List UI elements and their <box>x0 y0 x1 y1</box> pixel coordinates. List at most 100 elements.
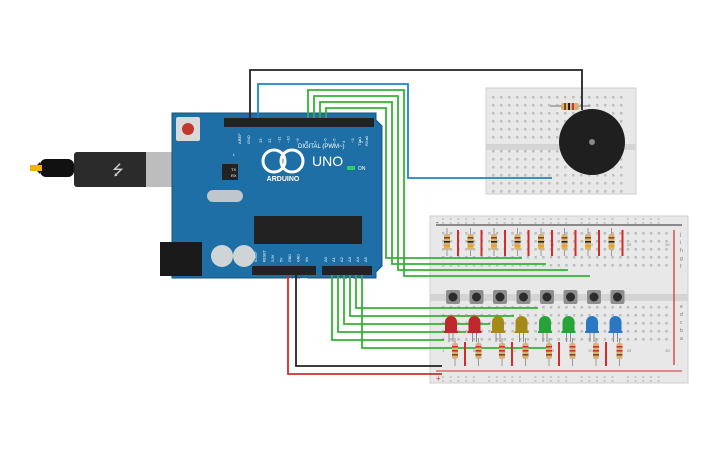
led-resistor <box>475 338 482 366</box>
row-letter: d <box>680 312 683 318</box>
atmega-chip <box>254 216 362 244</box>
column-number: 5 <box>473 348 476 353</box>
row-letter: h <box>680 248 683 254</box>
push-button[interactable] <box>587 290 601 304</box>
analog-pin-label: A3 <box>347 256 352 262</box>
digital-pin-label: ~9 <box>295 138 300 143</box>
row-letter: b <box>680 328 683 334</box>
row-letter: c <box>680 320 683 326</box>
breadboard-small[interactable] <box>485 87 637 195</box>
digital-pin-label: 12 <box>267 138 272 143</box>
crystal <box>207 190 243 202</box>
analog-header[interactable] <box>322 266 372 275</box>
wire-green-2 <box>313 95 568 271</box>
rx-label: RX <box>231 173 237 178</box>
digital-pin-label: 2 <box>359 140 364 143</box>
wire-green-5 <box>331 275 444 341</box>
led <box>467 316 482 342</box>
column-number: 1 <box>442 348 445 353</box>
push-button[interactable] <box>563 290 578 304</box>
on-led <box>347 166 355 170</box>
power-label: POWER <box>289 278 308 284</box>
power-pin-label: Vin <box>305 257 309 262</box>
row-letter: i <box>680 240 681 246</box>
pullup-resistor <box>514 228 521 256</box>
column-number: 30 <box>665 348 670 353</box>
led-resistors <box>452 338 623 366</box>
digital-pin-label: ~11 <box>276 136 281 143</box>
digital-pin-label: 8 <box>304 140 309 143</box>
tx1-label: TX▸1 <box>357 136 362 146</box>
capacitor-2 <box>233 245 255 267</box>
wire-green-10 <box>361 275 546 349</box>
model-label: UNO <box>312 153 343 169</box>
wire-green-7 <box>343 275 490 325</box>
push-button[interactable] <box>446 290 460 304</box>
pullup-resistor <box>561 228 568 256</box>
push-button[interactable] <box>610 290 625 304</box>
push-button[interactable] <box>493 290 507 304</box>
piezo-buzzer[interactable] <box>559 109 625 175</box>
column-number: 15 <box>550 348 555 353</box>
digital-pin-label: ~10 <box>286 135 291 143</box>
power-header[interactable] <box>252 266 316 275</box>
push-button[interactable] <box>516 290 531 304</box>
led-resistor <box>452 338 458 366</box>
rx0-label: RX◂0 <box>364 135 369 146</box>
pullup-resistor <box>608 228 615 256</box>
wire-green-6 <box>337 275 466 333</box>
wire-black-buzzer <box>249 69 583 118</box>
power-pin-label: 5V <box>280 257 284 262</box>
pullup-resistor <box>491 228 497 256</box>
led <box>444 316 458 342</box>
cable-tip <box>30 165 42 171</box>
column-number: 20 <box>588 348 593 353</box>
column-number: 1 <box>442 242 445 247</box>
led-resistor <box>499 338 505 366</box>
column-number: 25 <box>627 348 632 353</box>
usb-cable: ⭍ <box>30 152 174 187</box>
power-pin-label: GND <box>288 254 292 262</box>
pullup-resistor <box>538 228 544 256</box>
digital-pin-label: ~3 <box>350 138 355 143</box>
led <box>491 316 505 342</box>
analog-pin-label: A5 <box>363 256 368 262</box>
analog-pin-label: A1 <box>331 256 336 262</box>
led <box>538 316 552 342</box>
led-resistor <box>522 338 529 366</box>
column-number: 10 <box>511 242 516 247</box>
tx-label: TX <box>231 167 236 172</box>
digital-pin-label: 4 <box>341 140 346 143</box>
wire-red-5v <box>287 275 442 375</box>
l-label: L <box>233 152 236 157</box>
digital-pin-label: 13 <box>258 138 263 143</box>
digital-header[interactable] <box>224 118 374 127</box>
arduino-board[interactable]: ARDUINO UNO DIGITAL (PWM~) ON POWER ANAL… <box>160 112 383 284</box>
on-label: ON <box>358 166 366 172</box>
push-button[interactable] <box>540 290 554 304</box>
brand-label: ARDUINO <box>267 176 300 183</box>
led-resistor <box>616 338 623 366</box>
power-pin-label: 3.3V <box>271 254 275 262</box>
usb-icon: ⭍ <box>112 162 124 178</box>
push-buttons[interactable] <box>446 290 625 304</box>
center-channel <box>430 294 688 301</box>
leds <box>444 316 623 342</box>
digital-label: DIGITAL (PWM~) <box>298 144 345 150</box>
wire-green-4 <box>325 107 522 259</box>
led <box>585 316 599 342</box>
push-button[interactable] <box>469 290 484 304</box>
power-jack[interactable] <box>160 242 202 276</box>
analog-pin-label: A0 <box>323 256 328 262</box>
wire-green-8 <box>349 275 514 317</box>
row-letter: j <box>679 232 681 238</box>
digital-pin-label: ~5 <box>332 138 337 143</box>
arduino-logo-right <box>279 148 305 174</box>
analog-label: ANALOG IN <box>333 278 361 284</box>
led <box>561 316 576 342</box>
